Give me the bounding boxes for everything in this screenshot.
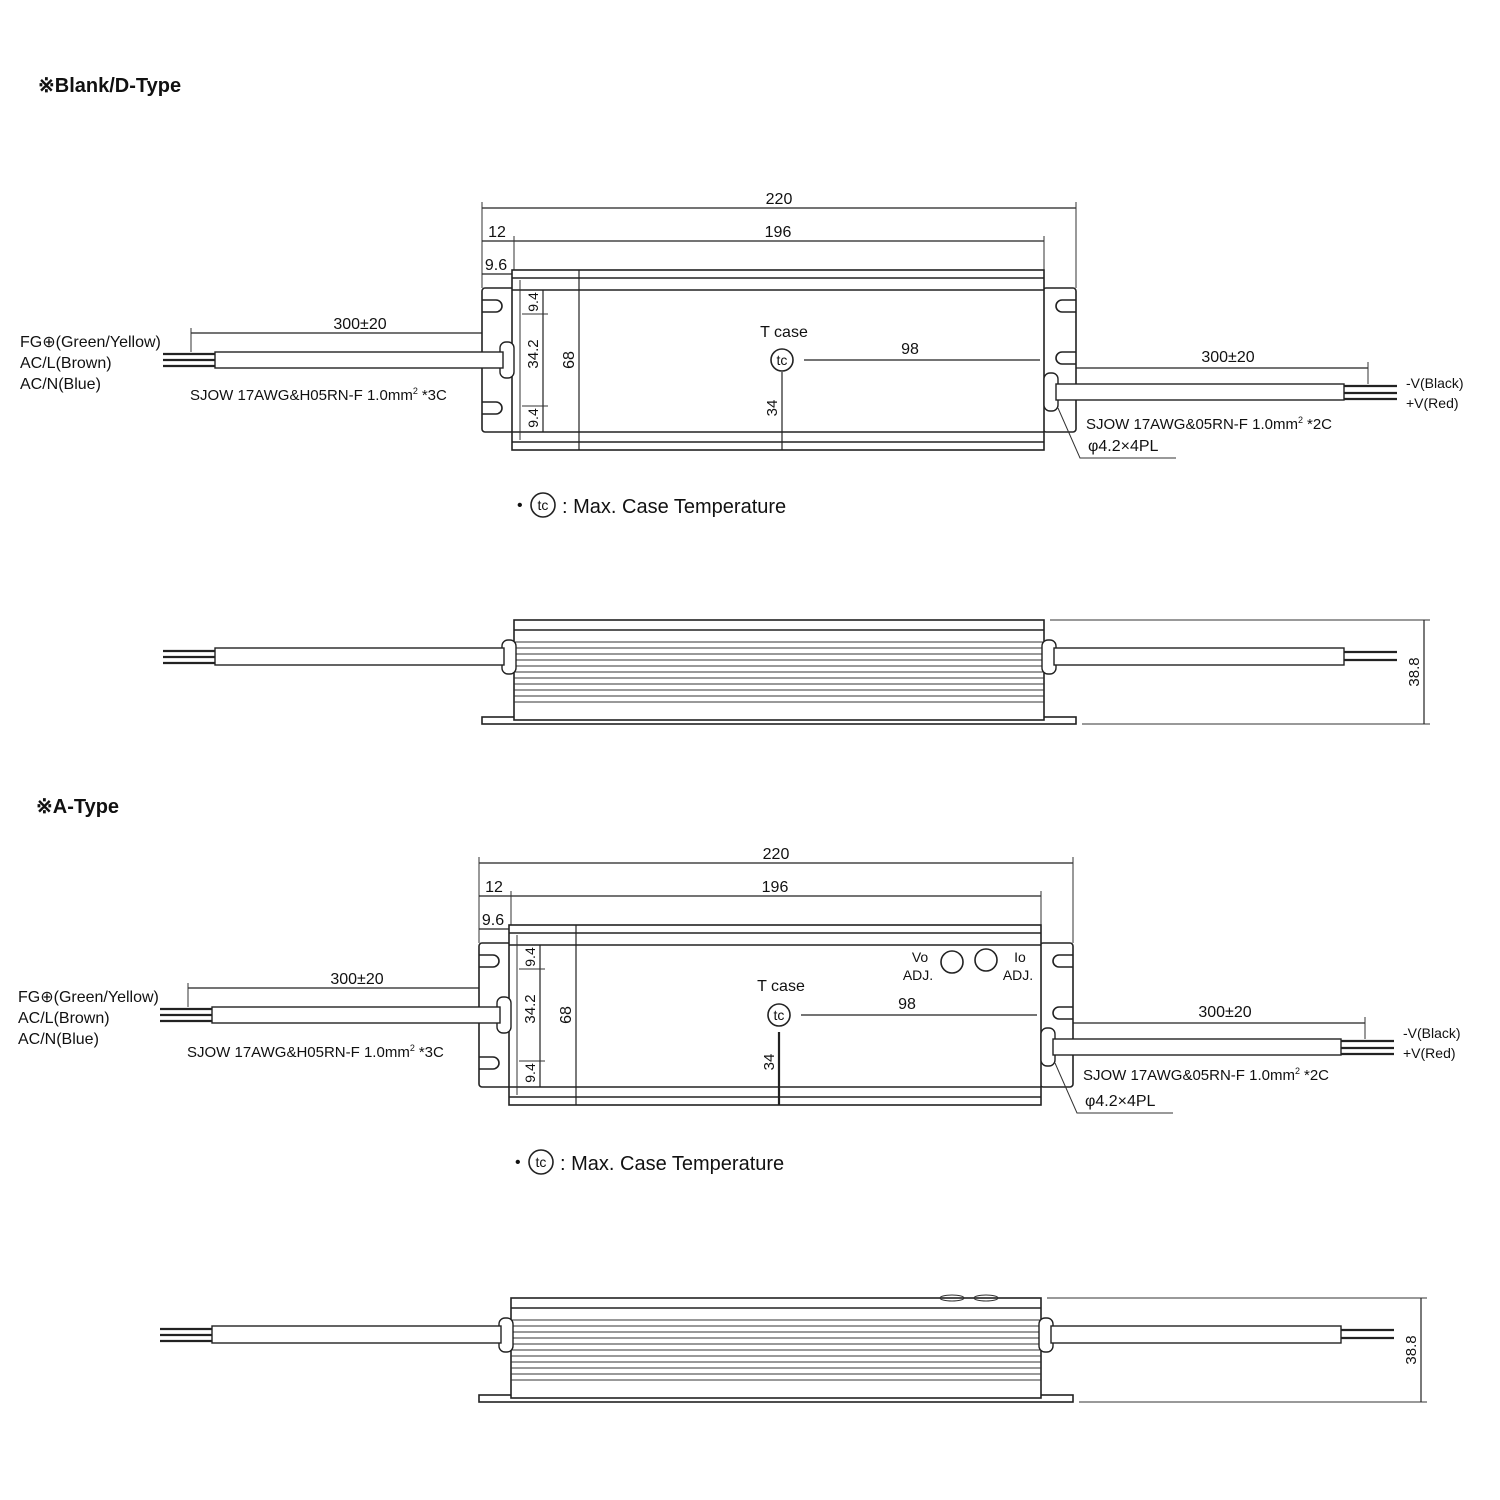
io-adj-top: Io (1014, 949, 1026, 965)
io-adj-bottom: ADJ. (1003, 967, 1033, 983)
dim-flange: 12 (485, 879, 503, 896)
output-wire-neg: -V(Black) (1403, 1025, 1461, 1041)
svg-text:•: • (515, 1154, 521, 1171)
dim-overall-length: 220 (766, 191, 793, 208)
input-cable-spec: SJOW 17AWG&H05RN-F 1.0mm2*3C (187, 1043, 444, 1061)
tc-note: • tc : Max. Case Temperature (517, 492, 786, 518)
side-view: 38.8 (160, 1294, 1427, 1403)
dim-body-length: 196 (762, 879, 789, 896)
dim-tcase-x: 98 (901, 341, 919, 358)
dim-overall-length: 220 (763, 846, 790, 863)
tc-marker-icon (767, 1003, 791, 1027)
dim-hole-spacing: 34.2 (522, 994, 539, 1023)
input-length: 300±20 (330, 971, 383, 988)
input-wire-n: AC/N(Blue) (18, 1031, 99, 1048)
output-length: 300±20 (1201, 349, 1254, 366)
tc-symbol: tc (777, 352, 788, 368)
tcase-label: T case (760, 324, 808, 341)
svg-text:tc: tc (536, 1154, 547, 1170)
section-blank-d-type: ※Blank/D-Type 220 196 12 9.6 (20, 75, 1464, 725)
section-a-type: ※A-Type 220 196 12 9.6 (18, 796, 1461, 1403)
dim-width: 68 (561, 351, 578, 369)
tc-note-text: : Max. Case Temperature (562, 496, 786, 518)
io-adj-pot-icon (974, 948, 998, 972)
input-wire-l: AC/L(Brown) (20, 355, 112, 372)
tcase-label: T case (757, 978, 805, 995)
output-cable-spec: SJOW 17AWG&05RN-F 1.0mm2*2C (1086, 415, 1332, 433)
svg-text:•: • (517, 497, 523, 514)
dim-tcase-y: 34 (761, 1054, 778, 1071)
dim-height: 38.8 (1403, 1335, 1420, 1364)
tc-note-text: : Max. Case Temperature (560, 1153, 784, 1175)
dim-hole-spacing: 34.2 (525, 339, 542, 368)
dim-edge: 9.6 (482, 912, 504, 929)
dim-body-length: 196 (765, 224, 792, 241)
tc-note: • tc : Max. Case Temperature (515, 1149, 784, 1175)
heatsink-fins (511, 1319, 1041, 1381)
input-cable-spec: SJOW 17AWG&H05RN-F 1.0mm2*3C (190, 386, 447, 404)
dim-width: 68 (558, 1006, 575, 1024)
tc-note-icon (530, 492, 556, 518)
output-wire-neg: -V(Black) (1406, 375, 1464, 391)
top-view: 220 196 12 9.6 68 9.4 3 (18, 846, 1461, 1114)
dim-flange: 12 (488, 224, 506, 241)
side-view: 38.8 (163, 619, 1430, 725)
dim-hole-bottom: 9.4 (522, 1063, 538, 1083)
output-length: 300±20 (1198, 1004, 1251, 1021)
input-wire-l: AC/L(Brown) (18, 1010, 110, 1027)
dim-edge: 9.6 (485, 257, 507, 274)
svg-text:tc: tc (538, 497, 549, 513)
tc-symbol: tc (774, 1007, 785, 1023)
heatsink-fins (514, 641, 1044, 703)
input-length: 300±20 (333, 316, 386, 333)
vo-adj-top: Vo (912, 949, 929, 965)
dim-hole-top: 9.4 (525, 292, 541, 312)
vo-adj-bottom: ADJ. (903, 967, 933, 983)
output-cable-spec: SJOW 17AWG&05RN-F 1.0mm2*2C (1083, 1066, 1329, 1084)
dim-hole-bottom: 9.4 (525, 408, 541, 428)
vo-adj-pot-icon (940, 950, 964, 974)
hole-label: φ4.2×4PL (1085, 1093, 1156, 1110)
top-view: 220 196 12 9.6 (20, 191, 1464, 459)
section-title: ※Blank/D-Type (38, 75, 181, 97)
input-wire-n: AC/N(Blue) (20, 376, 101, 393)
output-wire-pos: +V(Red) (1403, 1045, 1456, 1061)
hole-label: φ4.2×4PL (1088, 438, 1159, 455)
dim-tcase-x: 98 (898, 996, 916, 1013)
tc-marker-icon (770, 348, 794, 372)
input-wire-fg: FG⊕(Green/Yellow) (20, 334, 161, 351)
section-title: ※A-Type (36, 796, 119, 818)
dim-tcase-y: 34 (764, 400, 781, 417)
tc-note-icon (528, 1149, 554, 1175)
dim-height: 38.8 (1406, 657, 1423, 686)
dim-hole-top: 9.4 (522, 947, 538, 967)
output-wire-pos: +V(Red) (1406, 395, 1459, 411)
input-wire-fg: FG⊕(Green/Yellow) (18, 989, 159, 1006)
